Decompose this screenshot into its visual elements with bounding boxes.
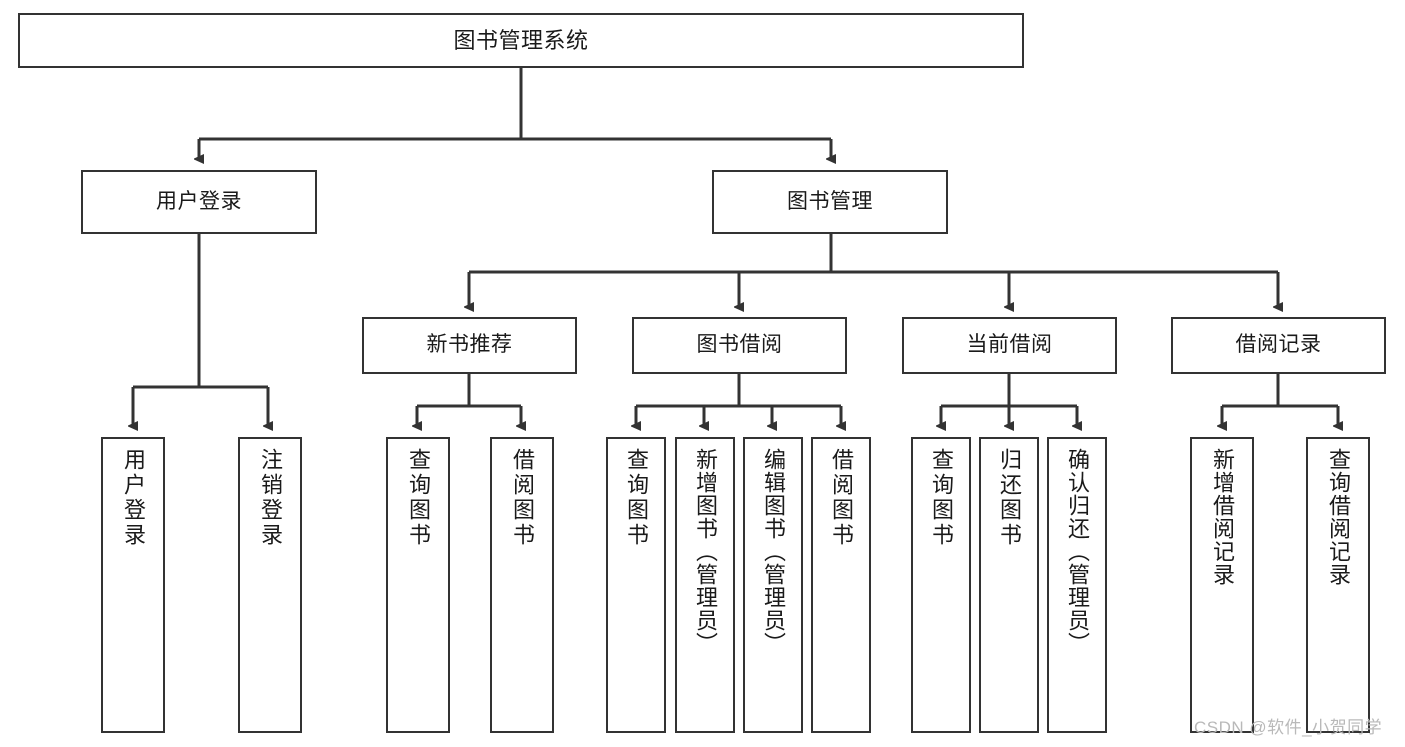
node-leaf-query-book-1-label: 查询图书 <box>406 448 431 548</box>
node-leaf-add-book[interactable]: 新增图书（管理员） <box>675 437 735 733</box>
node-leaf-add-record-label: 新增借阅记录 <box>1210 448 1235 586</box>
node-leaf-add-record[interactable]: 新增借阅记录 <box>1190 437 1254 733</box>
node-book-management[interactable]: 图书管理 <box>712 170 948 234</box>
node-leaf-user-login[interactable]: 用户登录 <box>101 437 165 733</box>
node-user-login[interactable]: 用户登录 <box>81 170 317 234</box>
node-leaf-borrow-book-1[interactable]: 借阅图书 <box>490 437 554 733</box>
node-leaf-borrow-book-2[interactable]: 借阅图书 <box>811 437 871 733</box>
node-book-borrow[interactable]: 图书借阅 <box>632 317 847 374</box>
node-leaf-confirm-return[interactable]: 确认归还（管理员） <box>1047 437 1107 733</box>
node-leaf-borrow-book-1-label: 借阅图书 <box>510 448 535 548</box>
node-leaf-query-book-3-label: 查询图书 <box>929 448 954 548</box>
node-root-system[interactable]: 图书管理系统 <box>18 13 1024 68</box>
node-leaf-edit-book[interactable]: 编辑图书（管理员） <box>743 437 803 733</box>
node-leaf-query-book-1[interactable]: 查询图书 <box>386 437 450 733</box>
node-user-login-label: 用户登录 <box>156 189 242 213</box>
node-leaf-return-book-label: 归还图书 <box>997 448 1022 548</box>
node-leaf-return-book[interactable]: 归还图书 <box>979 437 1039 733</box>
node-leaf-query-book-2-label: 查询图书 <box>624 448 649 548</box>
node-leaf-logout-label: 注销登录 <box>258 448 283 548</box>
node-current-borrow[interactable]: 当前借阅 <box>902 317 1117 374</box>
node-borrow-record-label: 借阅记录 <box>1235 333 1322 357</box>
node-new-book-recommend[interactable]: 新书推荐 <box>362 317 577 374</box>
node-leaf-add-book-label: 新增图书（管理员） <box>693 448 718 655</box>
node-new-book-recommend-label: 新书推荐 <box>426 333 513 357</box>
node-leaf-user-login-label: 用户登录 <box>121 448 146 548</box>
node-leaf-logout[interactable]: 注销登录 <box>238 437 302 733</box>
csdn-watermark: CSDN @软件_小贺同学 <box>1194 718 1383 737</box>
node-borrow-record[interactable]: 借阅记录 <box>1171 317 1386 374</box>
node-leaf-query-record[interactable]: 查询借阅记录 <box>1306 437 1370 733</box>
node-current-borrow-label: 当前借阅 <box>966 333 1053 357</box>
node-root-system-label: 图书管理系统 <box>453 27 589 53</box>
node-leaf-query-book-2[interactable]: 查询图书 <box>606 437 666 733</box>
node-leaf-query-record-label: 查询借阅记录 <box>1326 448 1351 586</box>
node-book-management-label: 图书管理 <box>787 189 873 213</box>
node-leaf-query-book-3[interactable]: 查询图书 <box>911 437 971 733</box>
node-leaf-edit-book-label: 编辑图书（管理员） <box>761 448 786 655</box>
node-leaf-confirm-return-label: 确认归还（管理员） <box>1065 448 1090 655</box>
node-leaf-borrow-book-2-label: 借阅图书 <box>829 448 854 548</box>
node-book-borrow-label: 图书借阅 <box>696 333 783 357</box>
